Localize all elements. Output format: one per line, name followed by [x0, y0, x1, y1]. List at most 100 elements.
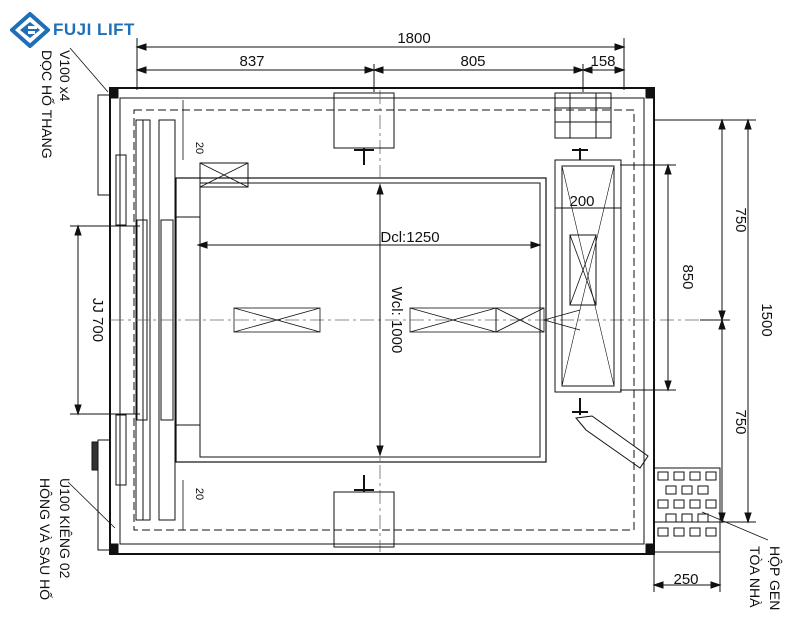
duct-width-dimension	[652, 552, 722, 592]
brick	[657, 471, 669, 481]
leader-top-left	[69, 47, 109, 93]
note-u100: U100 KIÊNG 02	[57, 478, 73, 579]
brand-logo: FUJI LIFT	[10, 12, 135, 48]
brand-name: FUJI LIFT	[53, 20, 135, 39]
cross	[569, 234, 597, 306]
brick	[705, 499, 717, 509]
note-doc-ho-thang: DỌC HỐ THANG	[39, 50, 56, 159]
cw-bracket-bottom	[575, 415, 649, 469]
arrow	[581, 66, 593, 74]
counterweight-inner	[561, 165, 615, 387]
car-width-dimension	[196, 241, 542, 249]
dim-car-depth: Wcl: 1000	[388, 287, 405, 354]
dim-overall-width: 1800	[397, 30, 430, 47]
arrow	[530, 241, 542, 249]
brick	[689, 471, 701, 481]
corner-post	[109, 543, 119, 555]
dim-depth-bottom: 750	[732, 409, 749, 434]
anchor-plate	[91, 441, 99, 471]
counterweight-frame	[554, 159, 622, 393]
dim-door-opening: JJ 700	[89, 298, 106, 342]
arrow	[664, 163, 672, 175]
guide-box-left	[233, 307, 321, 333]
arrow	[718, 310, 726, 322]
dim-gap-top: 20	[193, 142, 205, 154]
dim-seg-left: 837	[239, 53, 264, 70]
dim-seg-right: 158	[590, 53, 615, 70]
arrow	[196, 241, 208, 249]
v100-bracket-top	[97, 94, 111, 196]
corner-post	[645, 543, 655, 555]
building-duct	[653, 467, 721, 553]
cw-height-dimension	[620, 163, 676, 392]
shaft-inner-wall	[119, 97, 645, 545]
dim-counterweight-height: 850	[679, 264, 696, 289]
arrow	[573, 66, 585, 74]
corner-post	[645, 87, 655, 99]
shaft-clear-line	[133, 109, 635, 531]
counterweight-block	[569, 234, 597, 306]
dim-overall-depth: 1500	[758, 303, 775, 336]
note-toa-nha: TÒA NHÀ	[747, 546, 763, 608]
cw-bracket-top	[554, 92, 612, 139]
car-rails	[333, 92, 395, 548]
brick	[705, 471, 717, 481]
top-dimensions	[135, 38, 626, 92]
brick	[657, 499, 669, 509]
arrow	[372, 66, 384, 74]
dim-depth-top: 750	[732, 207, 749, 232]
bracket	[115, 414, 127, 486]
counterweight	[554, 148, 622, 415]
arrow	[652, 581, 664, 589]
door-opening-dimension	[70, 224, 140, 416]
brick	[657, 527, 669, 537]
brick	[689, 527, 701, 537]
cw-bracket-frame	[554, 92, 612, 139]
shaft-outer-wall	[109, 87, 655, 555]
car-rail-bracket-top	[333, 92, 395, 149]
brick	[681, 513, 693, 523]
note-hop-gen: HỘP GEN	[767, 546, 783, 610]
brick	[673, 499, 685, 509]
brick	[697, 513, 709, 523]
brick	[681, 485, 693, 495]
cross	[233, 307, 321, 333]
arrow	[744, 118, 752, 130]
fuji-lift-logo-icon	[10, 12, 50, 48]
dim-counterweight-width: 200	[569, 193, 594, 210]
diag	[561, 165, 615, 387]
arrow	[376, 183, 384, 195]
arrow	[135, 66, 147, 74]
u100-bracket-bottom	[97, 439, 111, 551]
shaft-walls	[109, 87, 655, 555]
brick	[665, 485, 677, 495]
arrow	[664, 380, 672, 392]
arrow	[744, 512, 752, 524]
car-guide-shoe-top	[199, 162, 249, 188]
arrow	[710, 581, 722, 589]
arrow	[364, 66, 376, 74]
arrow	[718, 318, 726, 330]
brick	[673, 527, 685, 537]
arrow	[376, 445, 384, 457]
arrow	[614, 43, 626, 51]
arrow	[718, 118, 726, 130]
dim-duct-width: 250	[673, 571, 698, 588]
car-guide-boxes	[233, 307, 581, 333]
car-rail-bracket-bottom	[333, 491, 395, 548]
car-depth-dimension	[376, 183, 384, 457]
car-door-sill	[158, 119, 176, 521]
brick	[665, 513, 677, 523]
cross	[199, 162, 249, 188]
arrow	[614, 66, 626, 74]
leader-bottom-right	[701, 511, 769, 541]
brick	[697, 485, 709, 495]
right-dimensions	[655, 118, 756, 524]
note-hong-va-sau-ho: HÔNG VÀ SAU HỐ	[37, 478, 54, 600]
dim-seg-mid: 805	[460, 53, 485, 70]
brick	[705, 527, 717, 537]
elevator-car	[175, 162, 547, 463]
leader-bottom-left	[67, 481, 116, 529]
left-wall-brackets	[91, 94, 127, 551]
